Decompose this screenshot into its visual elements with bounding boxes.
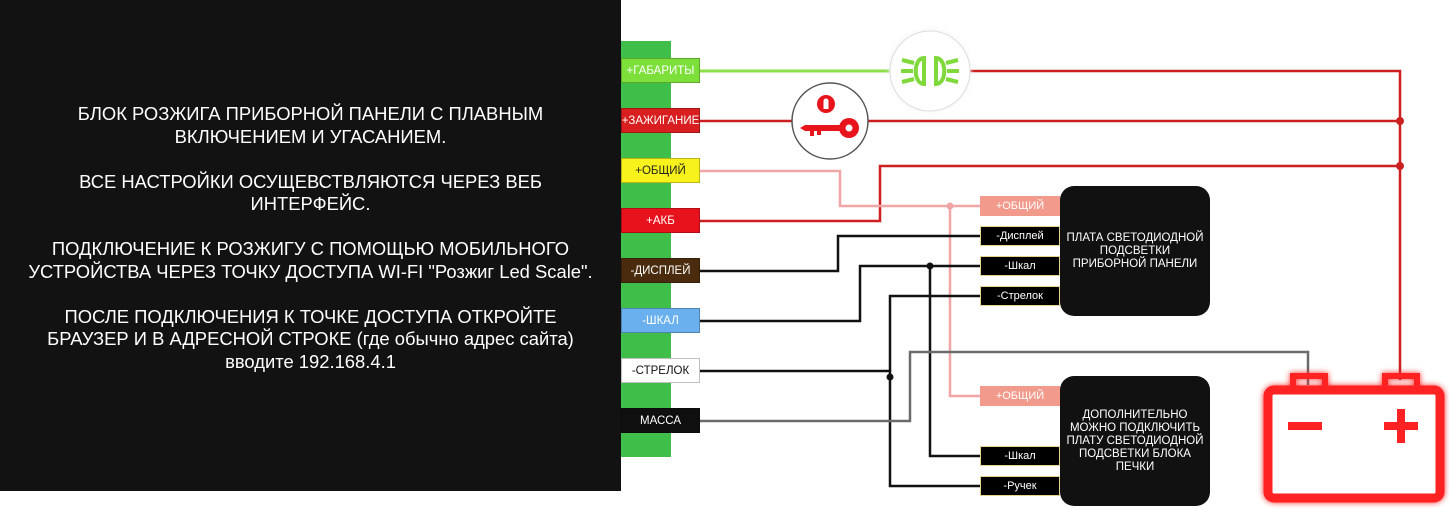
wire-common [700, 169, 980, 208]
info-text: БЛОК РОЗЖИГА ПРИБОРНОЙ ПАНЕЛИ С ПЛАВНЫМ … [0, 103, 621, 396]
ignition-key-icon [791, 82, 869, 160]
pin-display: -ДИСПЛЕЙ [621, 258, 700, 283]
board2-input-scale: -Шкал [980, 446, 1060, 466]
junction-dot [946, 202, 954, 210]
pin-ignition: +ЗАЖИГАНИЕ [621, 108, 700, 133]
board1-input-common: +ОБЩИЙ [980, 196, 1060, 216]
board2-heater-panel: ДОПОЛНИТЕЛЬНО МОЖНО ПОДКЛЮЧИТЬ ПЛАТУ СВЕ… [1060, 376, 1210, 506]
wire-akb [700, 164, 1400, 223]
info-paragraph-4: ПОСЛЕ ПОДКЛЮЧЕНИЯ К ТОЧКЕ ДОСТУПА ОТКРОЙ… [47, 305, 574, 372]
wire-needles-branch [888, 294, 980, 371]
wire-lamp-return [964, 69, 1402, 380]
board1-title: ПЛАТА СВЕТОДИОДНОЙ ПОДСВЕТКИ ПРИБОРНОЙ П… [1066, 231, 1204, 270]
wire-scale-branch [928, 266, 980, 458]
board1-input-needles: -Стрелок [980, 286, 1060, 306]
info-paragraph-2: ВСЕ НАСТРОЙКИ ОСУЩЕВСТВЛЯЮТСЯ ЧЕРЕЗ ВЕБ … [79, 170, 542, 215]
wire-scale [700, 264, 980, 323]
info-paragraph-3: ПОДКЛЮЧЕНИЕ К РОЗЖИГУ С ПОМОЩЬЮ МОБИЛЬНО… [28, 238, 593, 282]
board2-input-knobs: -Ручек [980, 476, 1060, 496]
pin-common: +ОБЩИЙ [621, 158, 700, 183]
wire-ground [700, 350, 1310, 423]
wire-display [700, 234, 980, 273]
pin-ground: МАССА [621, 408, 700, 433]
parking-light-icon [889, 30, 971, 112]
info-panel [0, 0, 621, 491]
wire-common-branch [948, 206, 980, 398]
pin-needles: -СТРЕЛОК [621, 358, 700, 383]
info-paragraph-1: БЛОК РОЗЖИГА ПРИБОРНОЙ ПАНЕЛИ С ПЛАВНЫМ … [77, 103, 544, 147]
wire-needles [700, 369, 980, 488]
pin-parking: +ГАБАРИТЫ [621, 58, 700, 83]
junction-dot [886, 373, 894, 381]
board2-input-common: +ОБЩИЙ [980, 386, 1060, 406]
pin-scale: -ШКАЛ [621, 308, 700, 333]
junction-dot [926, 262, 934, 270]
board1-input-display: -Дисплей [980, 226, 1060, 246]
junction-dot [1396, 117, 1404, 125]
board1-input-scale: -Шкал [980, 256, 1060, 276]
junction-dot [1396, 162, 1404, 170]
connector-body [621, 41, 671, 457]
pin-akb: +АКБ [621, 208, 700, 233]
board2-title: ДОПОЛНИТЕЛЬНО МОЖНО ПОДКЛЮЧИТЬ ПЛАТУ СВЕ… [1066, 408, 1204, 473]
car-battery-icon [1263, 373, 1445, 503]
board1-instrument-panel: ПЛАТА СВЕТОДИОДНОЙ ПОДСВЕТКИ ПРИБОРНОЙ П… [1060, 186, 1210, 316]
